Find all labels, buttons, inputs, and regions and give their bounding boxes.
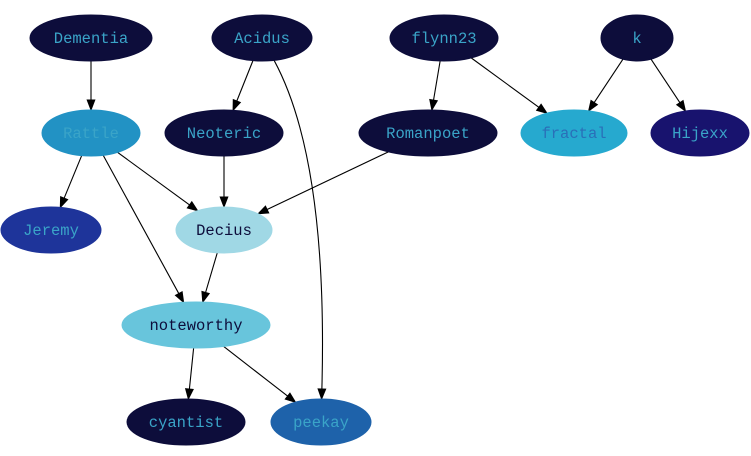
- arrowhead-rattle-to-jeremy: [59, 195, 69, 209]
- edge-k-to-hijexx: [650, 58, 681, 104]
- node-k[interactable]: k: [600, 14, 674, 62]
- edge-k-to-fractal: [593, 58, 624, 103]
- node-hijexx[interactable]: Hijexx: [650, 109, 750, 157]
- node-label: Jeremy: [23, 222, 79, 240]
- node-ellipse: [121, 301, 271, 349]
- edge-acidus-to-peekay: [273, 60, 324, 390]
- edge-flynn23-to-romanpoet: [432, 60, 441, 101]
- node-romanpoet[interactable]: Romanpoet: [358, 109, 498, 157]
- graph-edges: [59, 57, 687, 404]
- edge-flynn23-to-fractal: [470, 57, 540, 108]
- node-ellipse: [29, 14, 153, 62]
- node-acidus[interactable]: Acidus: [211, 14, 313, 62]
- node-label: k: [632, 30, 641, 48]
- node-ellipse: [650, 109, 750, 157]
- node-flynn23[interactable]: flynn23: [389, 14, 499, 62]
- arrowhead-romanpoet-to-decius: [256, 205, 270, 215]
- edge-acidus-to-neoteric: [236, 60, 254, 102]
- node-noteworthy[interactable]: noteworthy: [121, 301, 271, 349]
- arrowhead-flynn23-to-fractal: [535, 103, 549, 115]
- arrowhead-flynn23-to-romanpoet: [429, 98, 439, 112]
- arrowhead-acidus-to-neoteric: [232, 98, 242, 112]
- arrowhead-decius-to-noteworthy: [201, 290, 211, 304]
- node-label: Rattle: [63, 125, 119, 143]
- node-label: Dementia: [54, 30, 128, 48]
- node-label: Decius: [196, 222, 252, 240]
- node-fractal[interactable]: fractal: [520, 109, 628, 157]
- node-rattle[interactable]: Rattle: [41, 109, 141, 157]
- arrowhead-noteworthy-to-peekay: [284, 392, 297, 404]
- node-peekay[interactable]: peekay: [270, 398, 372, 446]
- node-neoteric[interactable]: Neoteric: [164, 109, 284, 157]
- arrowhead-k-to-fractal: [587, 99, 599, 113]
- node-ellipse: [358, 109, 498, 157]
- edge-noteworthy-to-peekay: [223, 345, 288, 397]
- node-ellipse: [520, 109, 628, 157]
- node-label: Hijexx: [672, 125, 728, 143]
- node-label: peekay: [293, 414, 349, 432]
- node-label: flynn23: [411, 30, 476, 48]
- arrowhead-rattle-to-noteworthy: [174, 290, 185, 304]
- node-label: Romanpoet: [386, 125, 470, 143]
- arrowhead-k-to-hijexx: [675, 99, 687, 113]
- edge-decius-to-noteworthy: [205, 252, 218, 293]
- node-ellipse: [389, 14, 499, 62]
- node-ellipse: [600, 14, 674, 62]
- node-label: fractal: [541, 125, 606, 143]
- node-ellipse: [126, 398, 246, 446]
- node-jeremy[interactable]: Jeremy: [0, 206, 102, 254]
- node-ellipse: [164, 109, 284, 157]
- node-ellipse: [0, 206, 102, 254]
- arrowhead-noteworthy-to-cyantist: [184, 388, 194, 401]
- edge-rattle-to-noteworthy: [102, 155, 180, 294]
- edge-romanpoet-to-decius: [266, 151, 389, 211]
- node-dementia[interactable]: Dementia: [29, 14, 153, 62]
- node-label: cyantist: [149, 414, 223, 432]
- edge-rattle-to-decius: [117, 151, 190, 206]
- node-label: noteworthy: [149, 317, 242, 335]
- edge-rattle-to-jeremy: [63, 155, 83, 199]
- arrowhead-acidus-to-peekay: [317, 388, 327, 401]
- arrowhead-dementia-to-rattle: [86, 99, 96, 112]
- arrowhead-neoteric-to-decius: [219, 196, 229, 209]
- edge-noteworthy-to-cyantist: [188, 347, 195, 390]
- arrowhead-rattle-to-decius: [186, 200, 199, 212]
- node-label: Acidus: [234, 30, 290, 48]
- node-cyantist[interactable]: cyantist: [126, 398, 246, 446]
- node-ellipse: [41, 109, 141, 157]
- node-ellipse: [270, 398, 372, 446]
- node-decius[interactable]: Decius: [175, 206, 273, 254]
- node-label: Neoteric: [187, 125, 261, 143]
- node-ellipse: [211, 14, 313, 62]
- node-ellipse: [175, 206, 273, 254]
